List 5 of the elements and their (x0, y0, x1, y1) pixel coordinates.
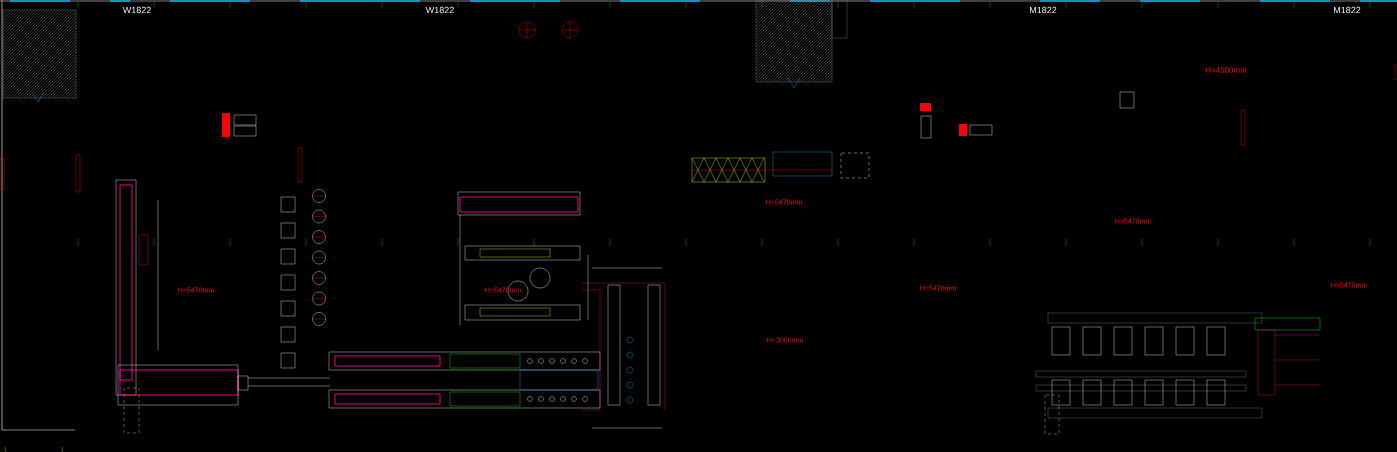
door-code-label: M1822 (1030, 6, 1057, 14)
height-label: H=4500mm (1205, 67, 1247, 73)
door-code-label: W1822 (425, 6, 454, 14)
door-code-label: M1822 (1334, 6, 1361, 14)
door-code-label: W1822 (122, 6, 151, 14)
